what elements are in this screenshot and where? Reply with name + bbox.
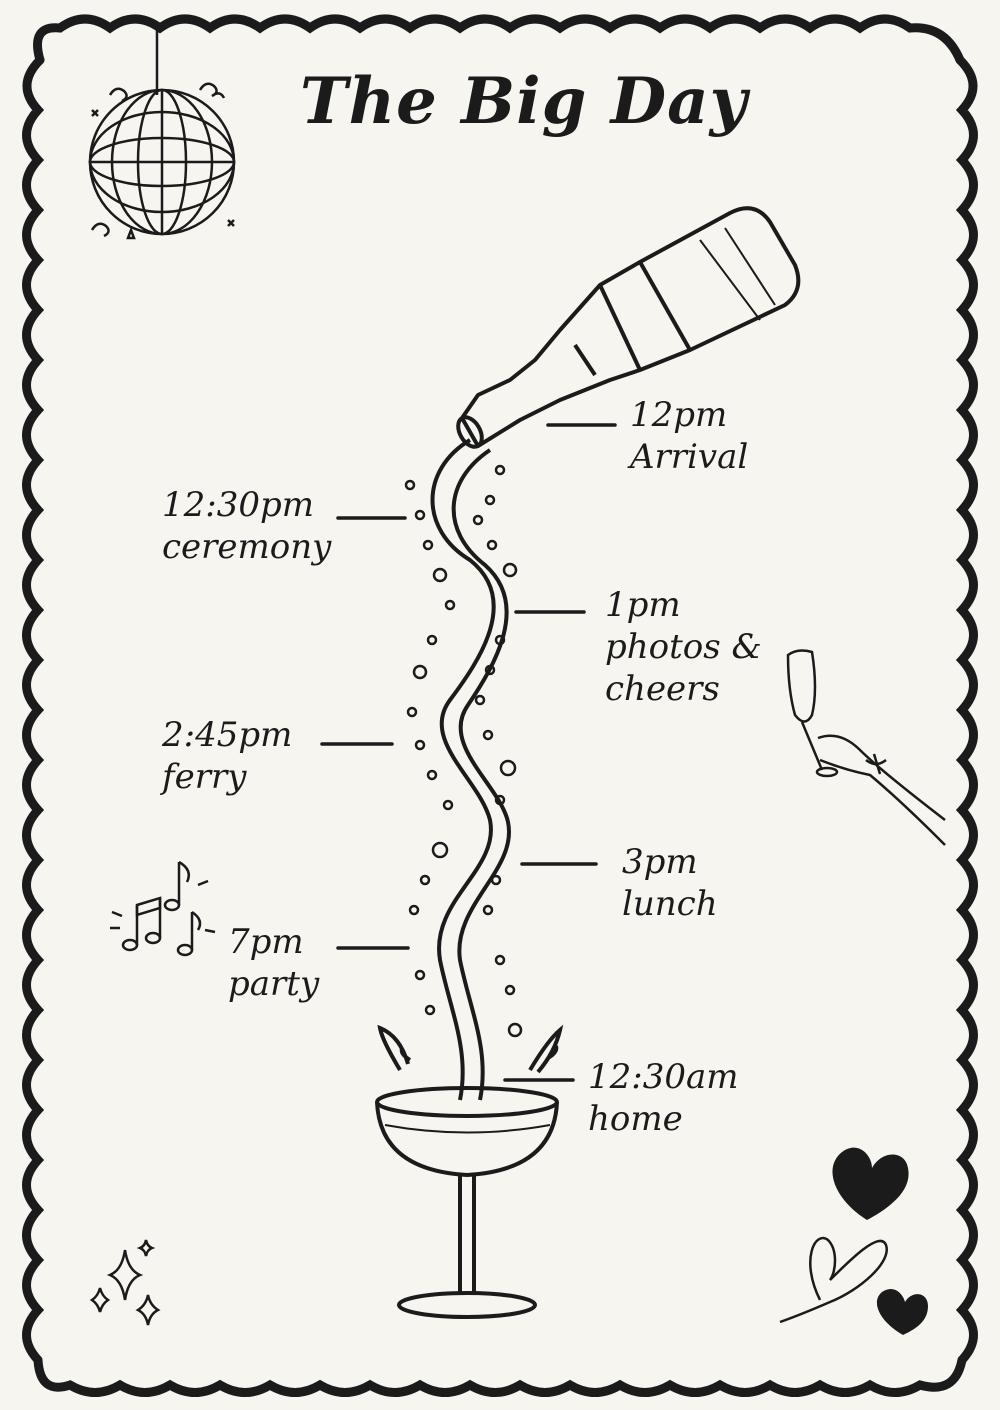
event-ferry: 2:45pm ferry (162, 718, 292, 794)
scalloped-border (22, 14, 978, 1397)
event-label: ferry (162, 757, 247, 797)
event-time: 2:45pm (162, 715, 293, 755)
event-label: ceremony (162, 527, 332, 567)
event-label: home (588, 1099, 683, 1139)
event-photos: 1pm photos & cheers (605, 588, 762, 706)
event-label-line2: cheers (605, 669, 720, 709)
bubbles (404, 464, 523, 1038)
event-lunch: 3pm lunch (622, 845, 718, 921)
coupe-glass-icon (375, 1024, 564, 1319)
event-party: 7pm party (228, 925, 319, 1001)
event-time: 3pm (622, 842, 698, 882)
champagne-bottle-icon (456, 206, 801, 449)
sparkle-icon (89, 1239, 161, 1326)
timeline-connectors (320, 423, 617, 1082)
event-label: lunch (622, 884, 718, 924)
event-time: 12:30am (588, 1057, 739, 1097)
event-home: 12:30am home (588, 1060, 739, 1136)
event-label: party (228, 964, 320, 1004)
event-time: 12pm (630, 395, 728, 435)
page-title: The Big Day (300, 64, 748, 139)
event-time: 12:30pm (162, 485, 314, 525)
music-notes-icon (110, 860, 216, 957)
heart-icon (779, 1147, 928, 1335)
pour-stream (430, 438, 512, 1101)
flute-hand-icon (786, 649, 946, 846)
event-time: 1pm (605, 585, 681, 625)
event-ceremony: 12:30pm ceremony (162, 488, 331, 564)
disco-ball-icon (88, 30, 236, 240)
event-time: 7pm (228, 922, 304, 962)
event-arrival: 12pm Arrival (630, 398, 748, 474)
event-label: photos & (605, 627, 762, 667)
event-label: Arrival (630, 437, 749, 477)
